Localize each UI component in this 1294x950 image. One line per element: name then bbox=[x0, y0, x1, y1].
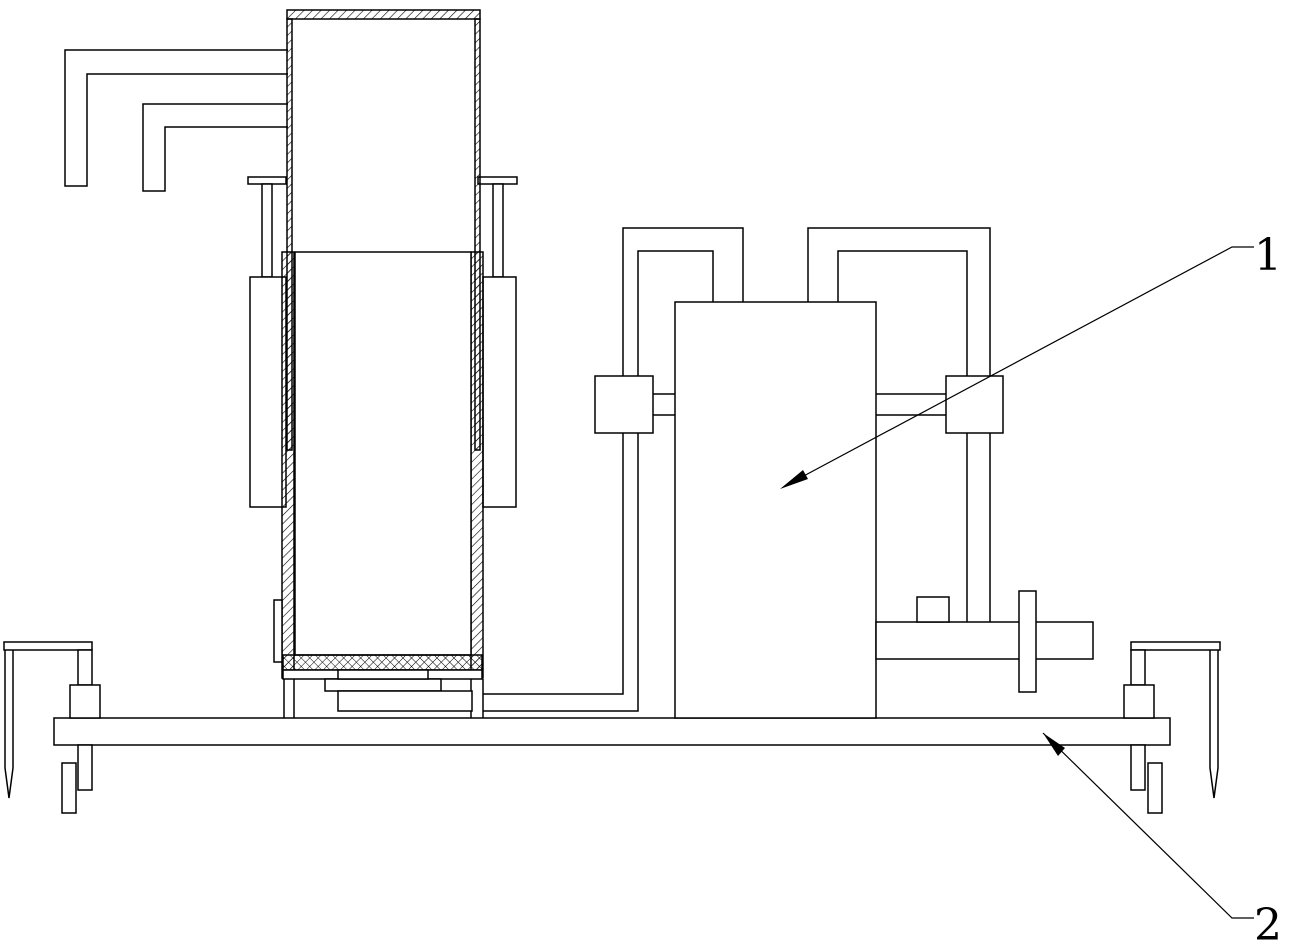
leader-2 bbox=[1042, 732, 1254, 919]
pump-housing bbox=[674, 301, 877, 719]
right-coupling bbox=[876, 375, 1004, 434]
return-tube bbox=[807, 227, 991, 622]
outer-sleeve bbox=[273, 251, 484, 718]
callout-2-label: 2 bbox=[1254, 900, 1282, 950]
left-anchor-assembly bbox=[3, 641, 101, 814]
right-anchor-assembly bbox=[1123, 641, 1221, 814]
left-guide-cylinder bbox=[247, 176, 287, 508]
bottom-valve-plates bbox=[324, 669, 473, 712]
right-guide-cylinder bbox=[477, 176, 518, 508]
inlet-pipes bbox=[64, 49, 288, 192]
left-coupling bbox=[594, 375, 675, 434]
leader-1 bbox=[780, 246, 1254, 489]
callout-1-label: 1 bbox=[1254, 230, 1282, 281]
base-plate bbox=[53, 717, 1171, 746]
output-shaft bbox=[875, 590, 1094, 693]
transfer-tube bbox=[483, 227, 744, 712]
